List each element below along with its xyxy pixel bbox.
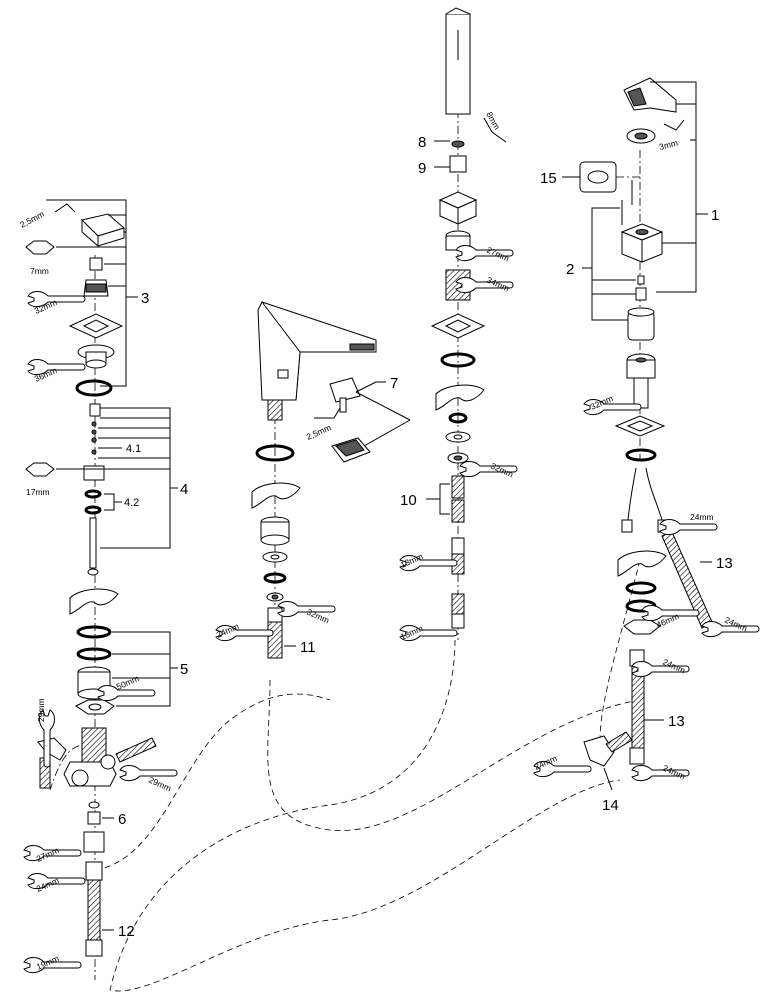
hex-key-icon — [314, 407, 341, 419]
hex-key-icon — [663, 119, 685, 131]
tool-size-label: 2,5mm — [18, 209, 46, 230]
tool-size-label: 24mm — [661, 763, 687, 782]
axis-lines — [94, 110, 641, 980]
spout-assembly — [251, 301, 377, 659]
tool-size-label: 3mm — [658, 138, 679, 152]
callout-12: 12 — [118, 923, 135, 940]
tool-size-label: 24mm — [690, 512, 714, 522]
callout-13b: 13 — [668, 713, 685, 730]
leader-lines — [46, 81, 712, 931]
tool-size-label: 7mm — [30, 266, 49, 276]
callout-4-2: 4.2 — [124, 497, 139, 509]
tool-size-label: 29mm — [147, 775, 173, 794]
tool-size-label: 32mm — [489, 461, 515, 480]
callout-6: 6 — [118, 811, 126, 828]
tool-icons — [23, 117, 760, 974]
callout-14: 14 — [602, 797, 619, 814]
callout-7: 7 — [390, 375, 398, 392]
hex-key-icon — [54, 203, 76, 213]
tool-size-label: 24mm — [661, 657, 687, 676]
tool-size-label: 17mm — [26, 487, 50, 497]
callout-13a: 13 — [716, 555, 733, 572]
right-mixer-assembly — [579, 77, 713, 767]
callout-3: 3 — [141, 290, 149, 307]
callout-15: 15 — [540, 170, 557, 187]
hex-nut-icon — [25, 240, 55, 255]
tool-size-label: 19mm — [35, 953, 61, 972]
callout-9: 9 — [418, 160, 426, 177]
callout-10: 10 — [400, 492, 417, 509]
hand-shower-assembly — [430, 7, 486, 629]
hex-nut-icon — [25, 462, 55, 477]
tool-size-label: 2,5mm — [305, 422, 333, 442]
callout-11: 11 — [300, 639, 316, 656]
left-valve-assembly — [25, 213, 157, 957]
callout-2: 2 — [566, 261, 574, 278]
callout-labels: 1 2 3 4 4.1 4.2 5 6 7 8 9 10 11 12 13 13… — [118, 134, 733, 940]
tool-size-label: 29mm — [36, 698, 46, 722]
callout-1: 1 — [711, 207, 719, 224]
callout-8: 8 — [418, 134, 426, 151]
wrench-icon — [119, 765, 178, 782]
hex-key-icon — [483, 117, 507, 143]
tool-size-label: 50mm — [115, 673, 141, 692]
callout-4: 4 — [180, 481, 188, 498]
tool-size-label: 34mm — [485, 275, 511, 294]
tool-size-label: 27mm — [485, 245, 511, 264]
callout-4-1: 4.1 — [126, 443, 141, 455]
tool-size-label: 8mm — [484, 110, 502, 131]
callout-5: 5 — [180, 661, 188, 678]
